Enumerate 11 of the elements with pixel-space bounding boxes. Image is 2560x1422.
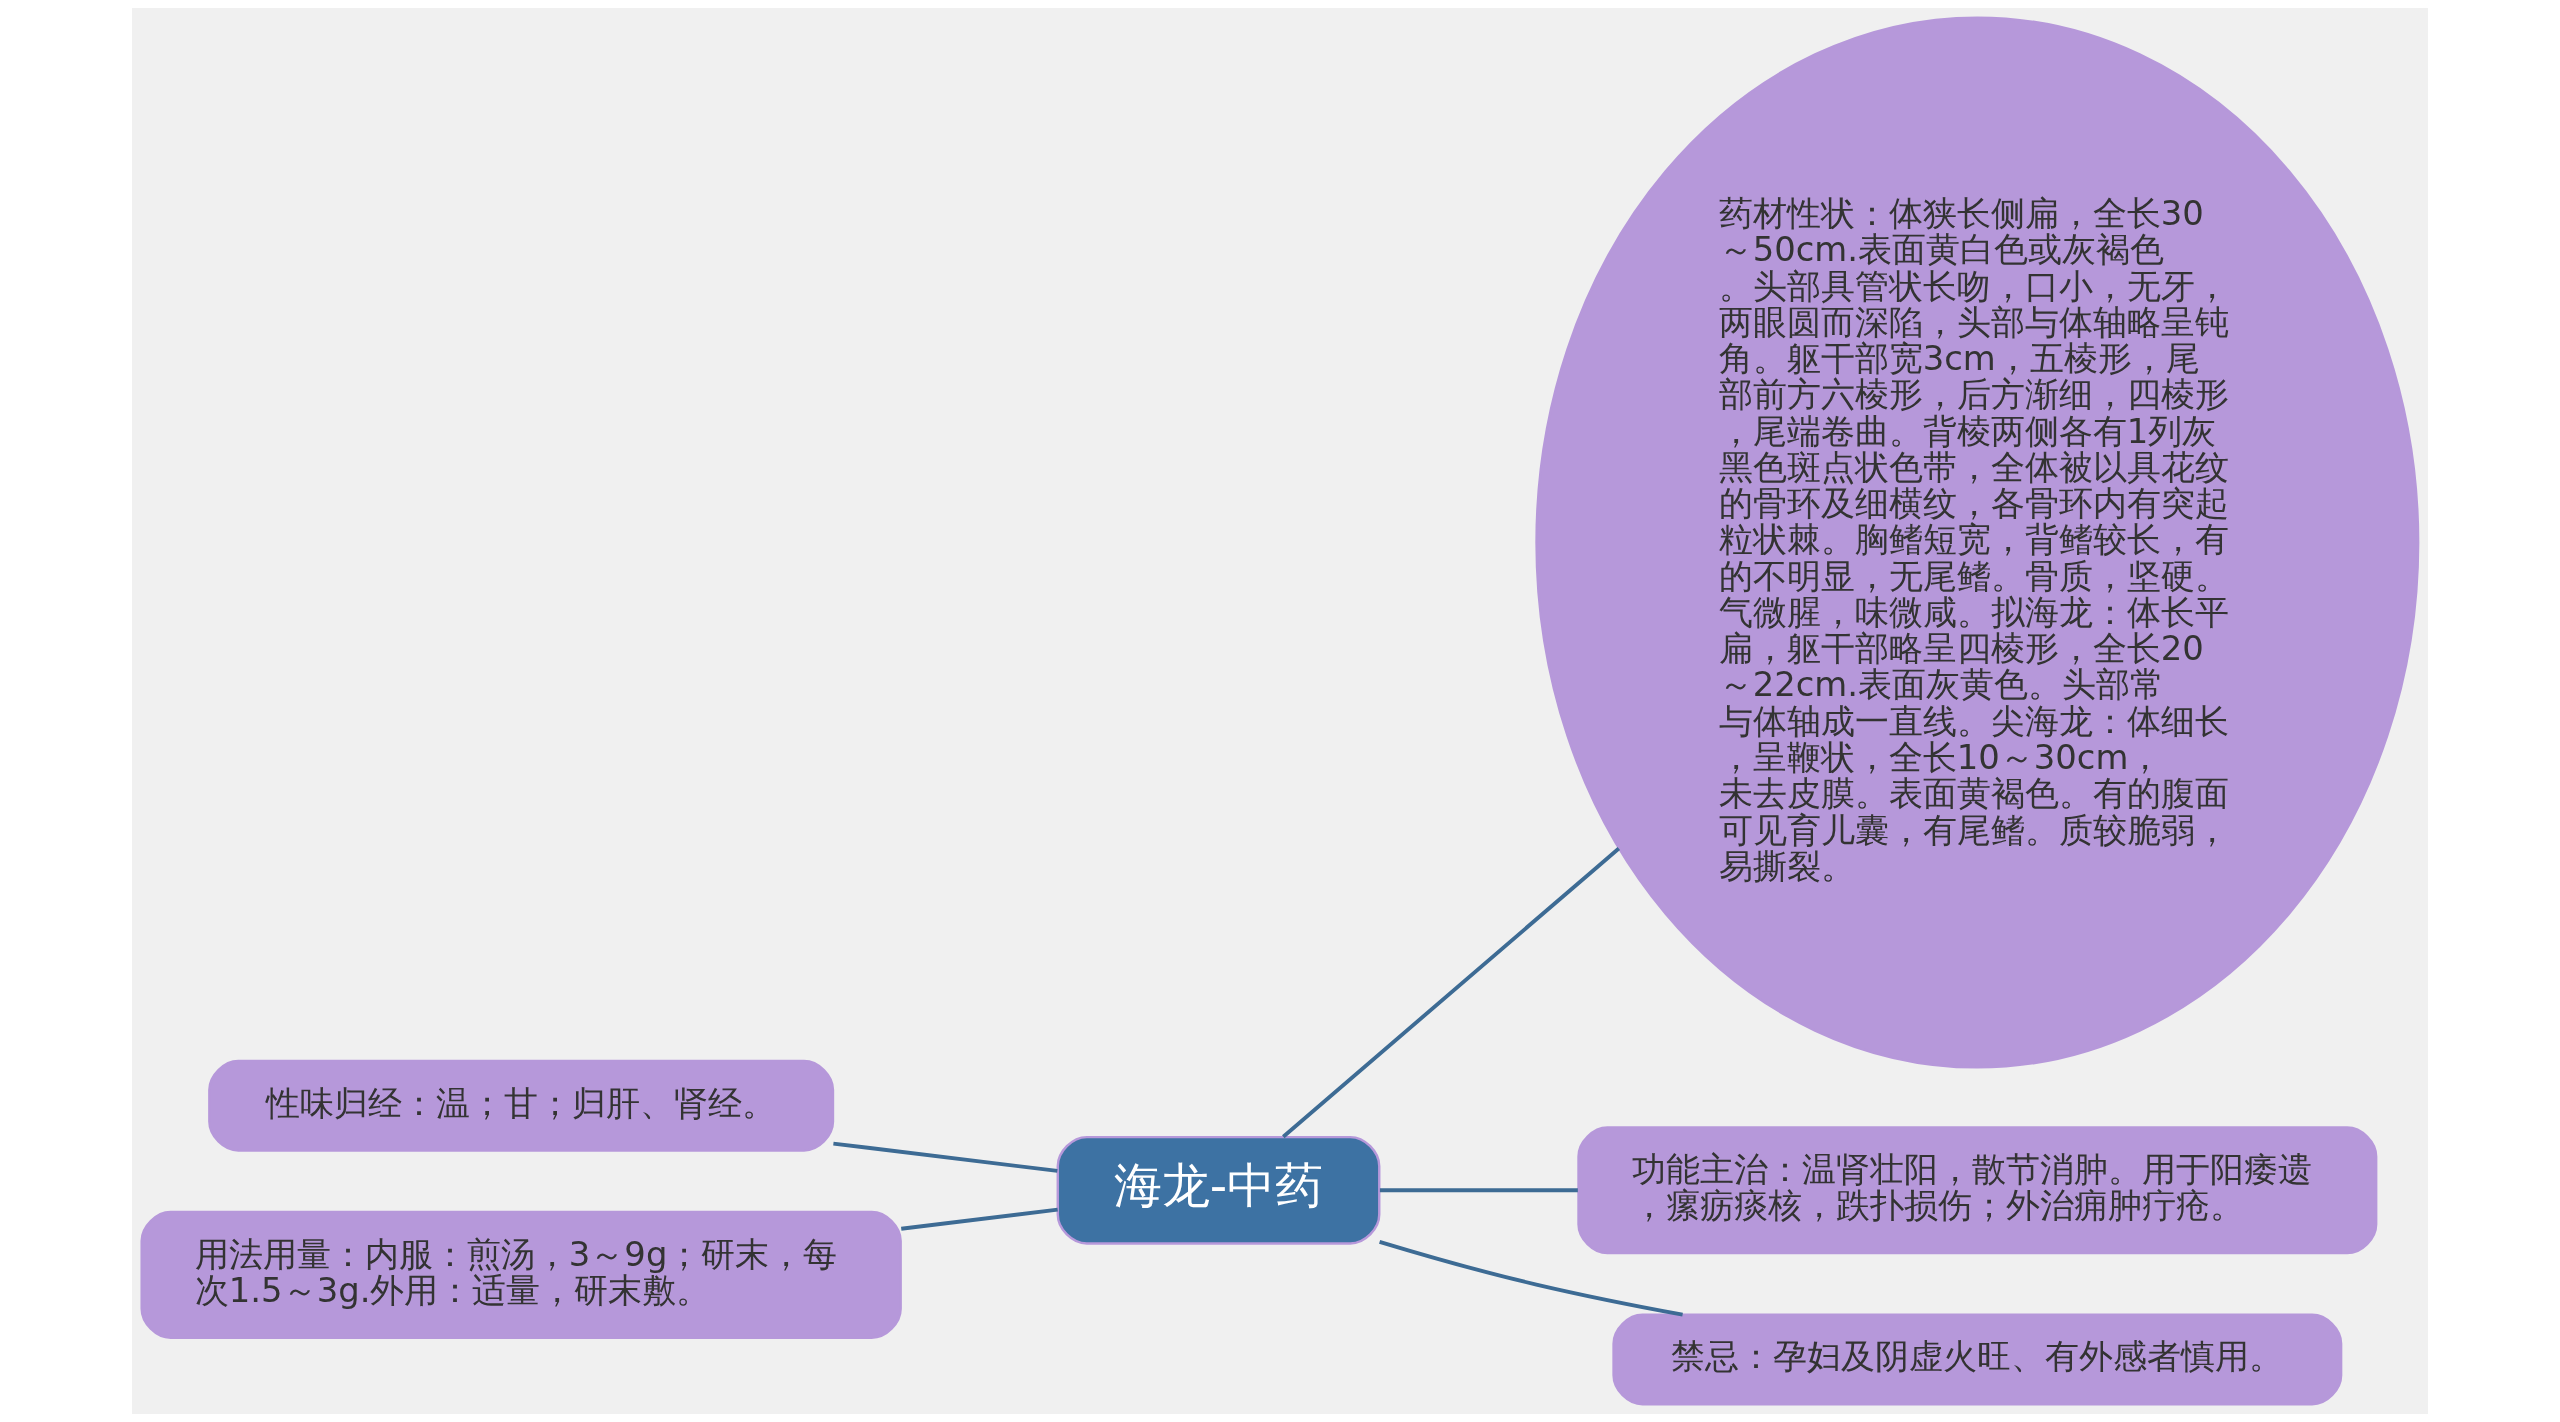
connector bbox=[1282, 847, 1621, 1139]
node-box: 用法用量：内服：煎汤，3～9g；研末，每次1.5～3g.外用：适量，研末敷。 bbox=[140, 1210, 902, 1339]
connector bbox=[901, 1207, 1058, 1231]
node-box: 性味归经：温；甘；归肝、肾经。 bbox=[208, 1059, 835, 1152]
node-ellipse: 药材性状：体狭长侧扁，全长30～50cm.表面黄白色或灰褐色。头部具管状长吻，口小，无牙，两眼圆而深陷，头部与体轴略呈钝角。躯干部宽3cm，五棱形，尾部前方六棱形，后方渐细，四棱形，尾端卷曲。背棱两侧各有1列灰黑色斑点状色带，全体被以具花纹的骨环及细横纹，各骨环内有突起粒状棘。胸鳍短宽，背鳍较长，有的不明显，无尾鳍。骨质，坚硬。气微腥，味微咸。拟海龙：体长平扁，躯干部略呈四棱形，全长20～22cm.表面灰黄色。头部常与体轴成一直线。尖海龙：体细长，呈鞭状，全长10～30cm，未去皮膜。表面黄褐色。有的腹面可见育儿囊，有尾鳍。质较脆弱，易撕裂。 bbox=[1535, 16, 2420, 1069]
node-box: 禁忌：孕妇及阴虚火旺、有外感者慎用。 bbox=[1612, 1313, 2343, 1406]
node-box: 海龙-中药 bbox=[1056, 1135, 1381, 1245]
connector bbox=[1379, 1188, 1578, 1193]
connector bbox=[833, 1141, 1058, 1173]
node-box: 功能主治：温肾壮阳，散节消肿。用于阳痿遗，瘰疬痰核，跌扑损伤；外治痈肿疔疮。 bbox=[1577, 1126, 2378, 1255]
connector bbox=[1379, 1239, 1683, 1317]
